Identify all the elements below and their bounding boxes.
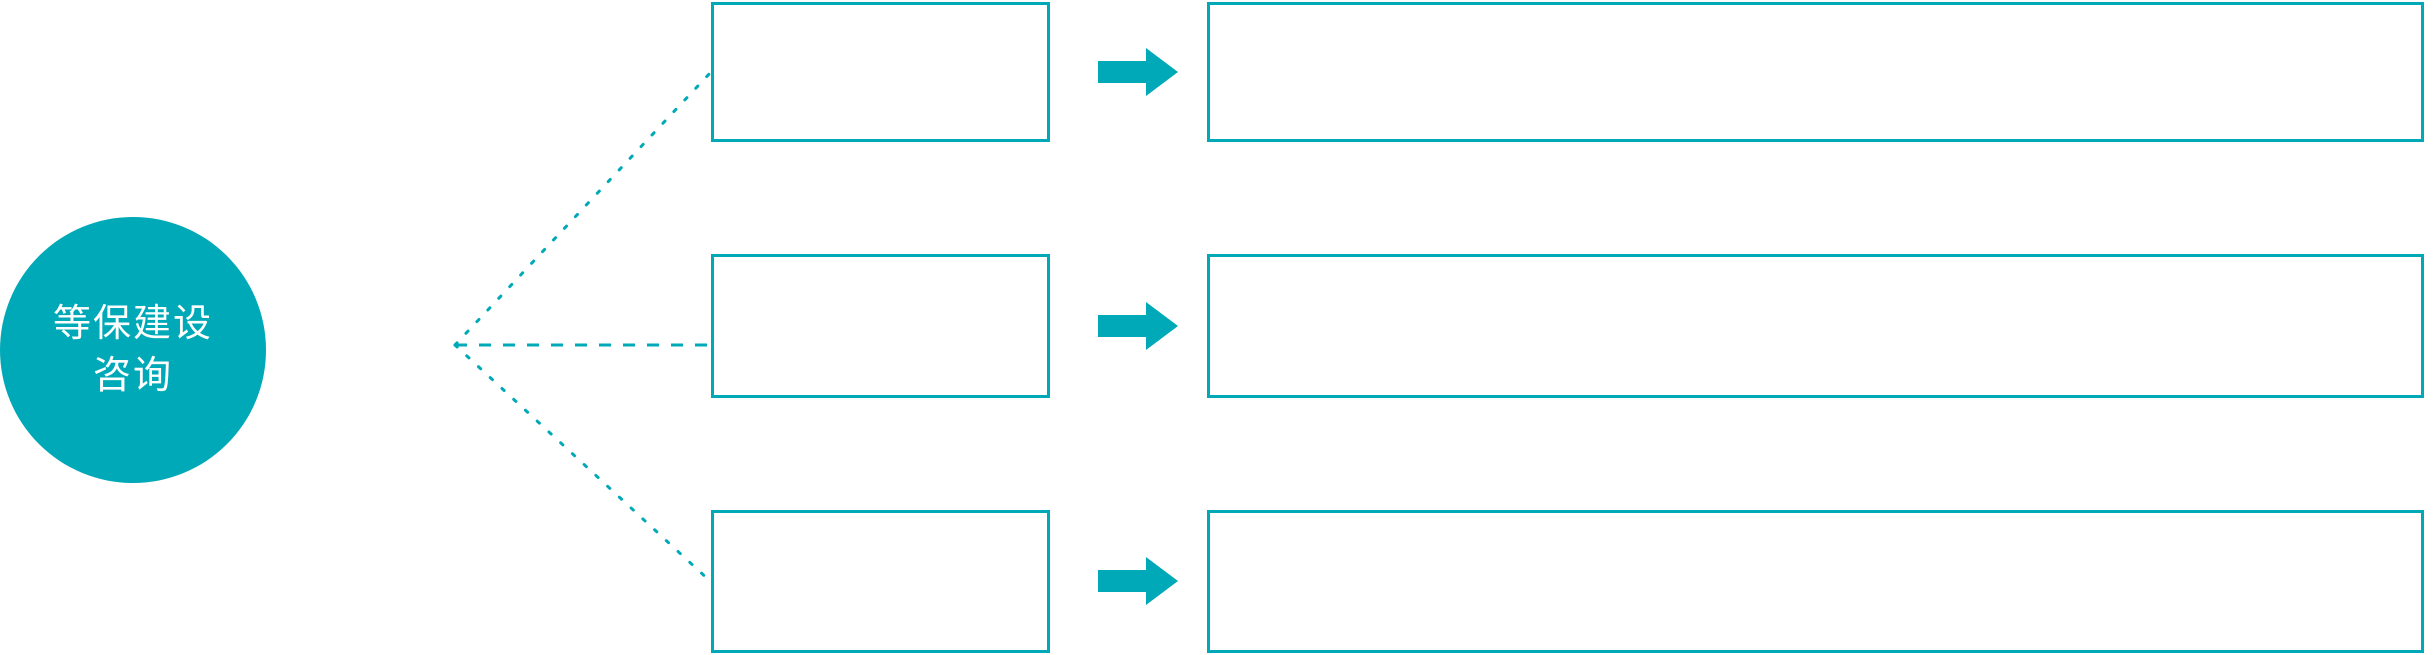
hub-label-line-2: 咨询 — [92, 355, 173, 397]
row-1-left-box[interactable] — [711, 2, 1050, 142]
right-block-arrow-icon — [1098, 302, 1178, 350]
right-block-arrow-icon — [1098, 48, 1178, 96]
right-block-arrow-icon — [1098, 557, 1178, 605]
hub-circle[interactable]: 等保建设 咨询 — [0, 217, 266, 483]
connector-branch-3 — [453, 343, 713, 584]
hub-label-line-1: 等保建设 — [52, 302, 213, 345]
row-2-arrow — [1098, 300, 1178, 352]
row-3-right-box[interactable] — [1207, 510, 2424, 653]
row-3-left-box[interactable] — [711, 510, 1050, 653]
connector-branch-1 — [453, 70, 713, 347]
row-1-right-box[interactable] — [1207, 2, 2424, 142]
row-3-arrow — [1098, 555, 1178, 607]
row-2-right-box[interactable] — [1207, 254, 2424, 398]
row-1-arrow — [1098, 46, 1178, 98]
row-2-left-box[interactable] — [711, 254, 1050, 398]
